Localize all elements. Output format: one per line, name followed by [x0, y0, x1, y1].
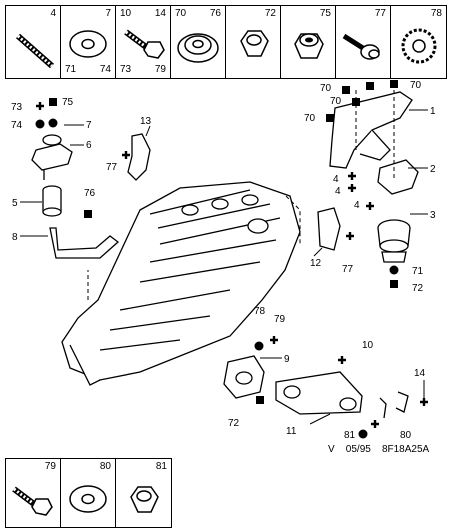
- callout-8: 8: [12, 232, 18, 243]
- part-cell-7: 7 71 74: [61, 6, 116, 78]
- part-cell-4: 4: [6, 6, 61, 78]
- part-number: 79: [44, 461, 56, 472]
- washer-icon: [69, 485, 107, 513]
- version-label: V: [328, 444, 335, 455]
- callout-77: 77: [342, 264, 354, 275]
- locknut-icon: [294, 33, 324, 59]
- part-cell-70-76: 70 76: [171, 6, 226, 78]
- part-cell-72: 72: [226, 6, 281, 78]
- callout-79: 79: [274, 314, 286, 325]
- callout-81: 81: [344, 430, 356, 441]
- callout-78: 78: [254, 306, 266, 317]
- part-cell-10-14: 10 14 73 79: [116, 6, 171, 78]
- part-cell-80: 80: [61, 459, 116, 527]
- cross-symbols: [36, 102, 428, 428]
- part-number: 71: [65, 64, 77, 75]
- callout-74: 74: [11, 120, 23, 131]
- callout-9: 9: [284, 354, 290, 365]
- flanged-washer-icon: [177, 33, 219, 63]
- callout-71: 71: [412, 266, 424, 277]
- part-number: 10: [120, 8, 132, 19]
- part-number: 73: [120, 64, 132, 75]
- part-number: 76: [209, 8, 221, 19]
- part-cell-79: 79: [6, 459, 61, 527]
- bolt-icon: [124, 29, 165, 59]
- part-number: 81: [155, 461, 167, 472]
- callout-75: 75: [62, 97, 74, 108]
- callout-72: 72: [412, 283, 424, 294]
- callout-1: 1: [430, 106, 436, 117]
- callout-4: 4: [333, 174, 339, 185]
- washer-icon: [69, 30, 107, 58]
- part-number: 77: [374, 8, 386, 19]
- lower-mount: [223, 355, 265, 399]
- torque-arm: [275, 371, 363, 415]
- diagram-footer: V 05/95 8F18A25A: [328, 444, 429, 455]
- serrated-washer-icon: [401, 28, 437, 64]
- stud-icon: [16, 33, 54, 69]
- part-number: 74: [99, 64, 111, 75]
- part-cell-77: 77: [336, 6, 391, 78]
- engine-block: [61, 181, 301, 386]
- callout-2: 2: [430, 164, 436, 175]
- callout-4: 4: [335, 186, 341, 197]
- part-number: 4: [50, 8, 56, 19]
- part-number: 75: [319, 8, 331, 19]
- callout-12: 12: [310, 258, 322, 269]
- screw-washer-icon: [342, 33, 380, 60]
- elastic-mount: [377, 219, 411, 263]
- top-parts-strip: 4 7 71 74 10 14 73 79 70 76: [5, 5, 447, 79]
- callout-6: 6: [86, 140, 92, 151]
- part-number: 72: [264, 8, 276, 19]
- callout-4: 4: [354, 200, 360, 211]
- callout-7: 7: [86, 120, 92, 131]
- link-rod: [49, 227, 120, 259]
- callout-80: 80: [400, 430, 412, 441]
- part-number: 78: [430, 8, 442, 19]
- hex-nut-icon: [130, 486, 159, 513]
- callout-73: 73: [11, 102, 23, 113]
- callout-77: 77: [106, 162, 118, 173]
- small-bracket: [127, 133, 151, 181]
- callout-70: 70: [330, 96, 342, 107]
- part-number: 14: [154, 8, 166, 19]
- part-number: 7: [105, 8, 111, 19]
- part-cell-78: 78: [391, 6, 446, 78]
- spacer-tube: [42, 185, 62, 217]
- callout-70: 70: [320, 83, 332, 94]
- square-symbols: [49, 80, 398, 404]
- upper-mount-bracket: [329, 91, 413, 169]
- callout-76: 76: [84, 188, 96, 199]
- callout-10: 10: [362, 340, 374, 351]
- circle-symbols: [35, 118, 399, 439]
- reference-code: 8F18A25A: [381, 444, 430, 455]
- callout-labels: 1 2 3 4 4 4 5 6 7 8 9 10 11 12 13 14 70 …: [11, 80, 436, 441]
- callout-14: 14: [414, 368, 426, 379]
- mount-pad: [377, 159, 419, 195]
- part-number: 79: [154, 64, 166, 75]
- callout-5: 5: [12, 198, 18, 209]
- part-cell-81: 81: [116, 459, 171, 527]
- part-number: 70: [175, 8, 187, 19]
- callout-70: 70: [304, 113, 316, 124]
- part-number: 80: [99, 461, 111, 472]
- callout-13: 13: [140, 116, 152, 127]
- callout-72: 72: [228, 418, 240, 429]
- leader-lines: [20, 109, 428, 425]
- callout-70: 70: [410, 80, 422, 91]
- callout-3: 3: [430, 210, 436, 221]
- date-label: 05/95: [345, 444, 371, 455]
- left-mount: [31, 134, 73, 180]
- bolt-icon: [12, 486, 53, 516]
- callout-11: 11: [286, 426, 297, 437]
- side-bracket: [317, 207, 341, 251]
- part-cell-75: 75: [281, 6, 336, 78]
- hex-nut-icon: [240, 30, 269, 57]
- spring-clip: [379, 391, 409, 419]
- bottom-parts-strip: 79 80 81: [5, 458, 172, 528]
